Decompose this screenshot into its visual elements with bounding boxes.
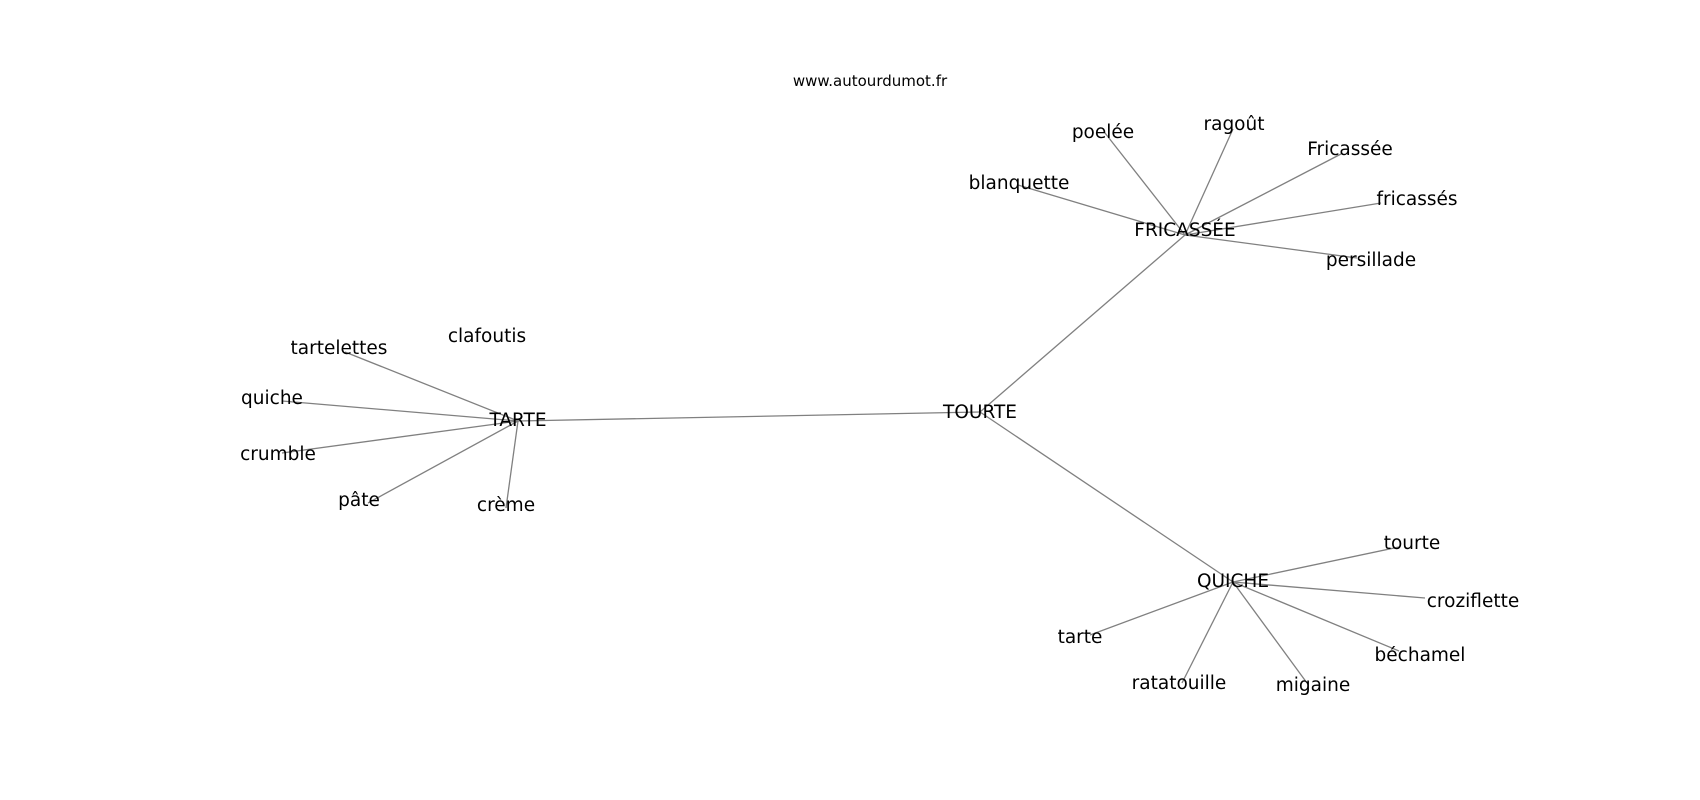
edge-quiche-ratatouille: [1181, 581, 1234, 684]
edge-tarte-tartelettes: [344, 351, 519, 422]
node-leaf-ratatouille-2: ratatouille: [1132, 673, 1227, 694]
edge-fricassee-ragout: [1184, 128, 1234, 236]
edge-fricassee-fricassee: [1184, 153, 1342, 236]
source-url-label: www.autourdumot.fr: [792, 72, 948, 90]
node-leaf-crumble-0: crumble: [240, 444, 316, 465]
node-hub-fricassee: FRICASSÉE: [1134, 219, 1235, 241]
edge-tarte-crumble: [281, 420, 519, 454]
node-leaf-bechamel-2: béchamel: [1375, 645, 1466, 666]
node-leaf-fricasses-1: fricassés: [1376, 189, 1457, 210]
node-hub-quiche: QUICHE: [1197, 571, 1269, 592]
node-leaf-pate-0: pâte: [338, 490, 380, 511]
edge-quiche-tarte: [1089, 581, 1234, 636]
node-leaf-migaine-2: migaine: [1276, 675, 1351, 696]
edge-quiche-bechamel: [1232, 581, 1400, 652]
node-center-tourte: TOURTE: [942, 402, 1017, 423]
edge-fricassee-poelee: [1104, 132, 1186, 236]
node-leaf-croziflette-2: croziflette: [1427, 591, 1519, 612]
node-leaf-tourte-2: tourte: [1384, 533, 1441, 554]
node-leaf-tarte-2: tarte: [1058, 627, 1103, 648]
edge-tarte-creme: [505, 420, 519, 509]
graph-edges: [281, 128, 1426, 684]
node-leaf-blanquette-1: blanquette: [969, 173, 1070, 194]
node-leaf-persillade-1: persillade: [1326, 250, 1416, 271]
edge-quiche-croziflette: [1232, 581, 1426, 599]
node-leaf-fricassee-1: Fricassée: [1307, 139, 1393, 160]
edge-fricassee-fricasses: [1184, 202, 1382, 236]
edge-tarte-pate: [367, 420, 519, 504]
node-leaf-creme-0: crème: [477, 495, 535, 516]
node-leaf-tartelettes-0: tartelettes: [291, 338, 388, 359]
edge-tourte-quiche: [979, 411, 1234, 583]
edge-fricassee-blanquette: [1017, 184, 1186, 236]
graph-labels: TOURTE TARTE clafoutis tartelettes quiche cru…: [240, 114, 1519, 696]
node-leaf-poelee-1: poelée: [1072, 122, 1134, 143]
node-leaf-clafoutis-0: clafoutis: [448, 326, 526, 347]
node-leaf-ragout-1: ragoût: [1204, 114, 1265, 135]
node-leaf-quiche-0: quiche: [241, 388, 303, 409]
edge-fricassee-persillade: [1184, 234, 1358, 259]
node-hub-tarte: TARTE: [488, 410, 546, 431]
edge-tarte-quiche: [281, 400, 519, 422]
edge-quiche-migaine: [1232, 581, 1308, 684]
edge-quiche-tourte: [1232, 546, 1400, 583]
edge-tourte-tarte: [517, 411, 981, 422]
edge-tourte-fricassee: [979, 234, 1186, 413]
